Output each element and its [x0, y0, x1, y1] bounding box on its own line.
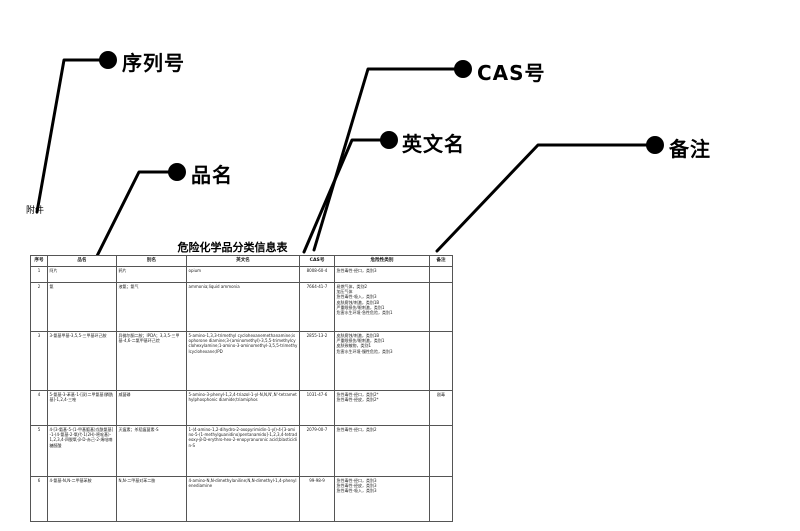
attachment-label: 附件 — [26, 206, 45, 216]
cell-alias: 威菌磷 — [116, 390, 187, 426]
cell-name: 4-[3-氨基-5-(1-甲基胍基)戊酰氨基]-1-(4-氨基-2-氧代-1(2… — [47, 425, 117, 477]
cell-cas: 1031-47-6 — [299, 390, 335, 426]
table-row: 4 5-氨基-3-苯基-1-[双(二甲氨基)膦酰基]-1,2,4-三唑 威菌磷 … — [30, 390, 453, 426]
col-header-serial: 序号 — [30, 255, 48, 267]
cell-hazard: 急性毒性-经口，类别3 — [334, 266, 430, 283]
cell-cas: 7664-41-7 — [299, 282, 335, 332]
cell-hazard: 急性毒性-经口，类别3 急性毒性-经皮，类别3 急性毒性-吸入，类别3 — [334, 476, 430, 522]
cell-hazard: 急性毒性-经口，类别2* 急性毒性-经皮，类别2* — [334, 390, 430, 426]
callout-label-cas: CAS号 — [477, 61, 546, 85]
cell-english: 4-amino-N,N-dimethylaniline;N,N-dimethyl… — [186, 476, 300, 522]
cell-cas: 8008-60-4 — [299, 266, 335, 283]
col-header-english: 英文名 — [186, 255, 300, 267]
col-header-alias: 别名 — [116, 255, 187, 267]
callout-label-remark: 备注 — [669, 137, 711, 161]
cell-hazard: 皮肤腐蚀/刺激，类别1B 严重眼损伤/眼刺激，类别1 皮肤致敏物，类别1 危害水… — [334, 331, 430, 391]
cell-alias: 异佛尔酮二胺；IPDA；3,3,5-三甲基-4,6-二氨甲基环己烷 — [116, 331, 187, 391]
col-header-cas: CAS号 — [299, 255, 335, 267]
callout-line-english — [302, 138, 391, 254]
cell-alias: 灭瘟素；杀稻瘟菌素-S — [116, 425, 187, 477]
cell-cas: 99-98-9 — [299, 476, 335, 522]
callout-line-cas — [312, 67, 465, 252]
cell-english: ammonia;liquid ammonia — [186, 282, 300, 332]
callout-dot-serial — [99, 51, 117, 69]
callout-dot-name — [168, 163, 186, 181]
cell-remark — [429, 282, 453, 332]
cell-alias: N,N-二甲基对苯二胺 — [116, 476, 187, 522]
cell-remark — [429, 266, 453, 283]
table-row: 1 阿片 鸦片 opium 8008-60-4 急性毒性-经口，类别3 — [30, 266, 453, 283]
cell-remark — [429, 476, 453, 522]
table-header-row: 序号 品名 别名 英文名 CAS号 危险性类别 备注 — [30, 255, 453, 267]
cell-name: 阿片 — [47, 266, 117, 283]
cell-remark: 剧毒 — [429, 390, 453, 426]
cell-remark — [429, 425, 453, 477]
cell-cas: 2079-00-7 — [299, 425, 335, 477]
cell-alias: 鸦片 — [116, 266, 187, 283]
cell-hazard: 急性毒性-经口，类别2 — [334, 425, 430, 477]
cell-serial: 5 — [30, 425, 48, 477]
table-row: 5 4-[3-氨基-5-(1-甲基胍基)戊酰氨基]-1-(4-氨基-2-氧代-1… — [30, 425, 453, 477]
cell-serial: 6 — [30, 476, 48, 522]
callout-label-serial: 序列号 — [122, 51, 185, 75]
cell-serial: 2 — [30, 282, 48, 332]
table-row: 2 氨 液氨；氨气 ammonia;liquid ammonia 7664-41… — [30, 282, 453, 332]
callout-dot-remark — [646, 136, 664, 154]
callout-label-name: 品名 — [191, 163, 233, 187]
cell-name: 3-氨基甲基-3,5,5-三甲基环己胺 — [47, 331, 117, 391]
cell-cas: 2855-13-2 — [299, 331, 335, 391]
cell-alias: 液氨；氨气 — [116, 282, 187, 332]
callout-line-remark — [435, 143, 657, 253]
cell-serial: 1 — [30, 266, 48, 283]
col-header-remark: 备注 — [429, 255, 453, 267]
hazard-chemicals-table: 序号 品名 别名 英文名 CAS号 危险性类别 备注 1 阿片 鸦片 opium… — [30, 255, 453, 522]
cell-serial: 4 — [30, 390, 48, 426]
cell-name: 4-氨基-N,N-二甲基苯胺 — [47, 476, 117, 522]
cell-english: 5-amino-3-phenyl-1,2,4-triazol-1-yl-N,N,… — [186, 390, 300, 426]
table-title: 危险化学品分类信息表 — [177, 241, 288, 254]
callout-line-serial — [35, 58, 110, 214]
col-header-hazard: 危险性类别 — [334, 255, 430, 267]
callout-dot-cas — [454, 60, 472, 78]
col-header-name: 品名 — [47, 255, 117, 267]
table-row: 3 3-氨基甲基-3,5,5-三甲基环己胺 异佛尔酮二胺；IPDA；3,3,5-… — [30, 331, 453, 391]
cell-remark — [429, 331, 453, 391]
callout-label-english: 英文名 — [402, 132, 465, 156]
callout-dot-english — [380, 131, 398, 149]
cell-name: 5-氨基-3-苯基-1-[双(二甲氨基)膦酰基]-1,2,4-三唑 — [47, 390, 117, 426]
cell-english: opium — [186, 266, 300, 283]
cell-name: 氨 — [47, 282, 117, 332]
cell-serial: 3 — [30, 331, 48, 391]
cell-english: 5-amino-1,3,3-trimethyl cyclohexanemetha… — [186, 331, 300, 391]
cell-hazard: 易燃气体，类别2 加压气体 急性毒性-吸入，类别3 皮肤腐蚀/刺激，类别1B 严… — [334, 282, 430, 332]
cell-english: 1-(4-amino-1,2-dihydro-2-oxopyrimidin-1-… — [186, 425, 300, 477]
table-row: 6 4-氨基-N,N-二甲基苯胺 N,N-二甲基对苯二胺 4-amino-N,N… — [30, 476, 453, 522]
